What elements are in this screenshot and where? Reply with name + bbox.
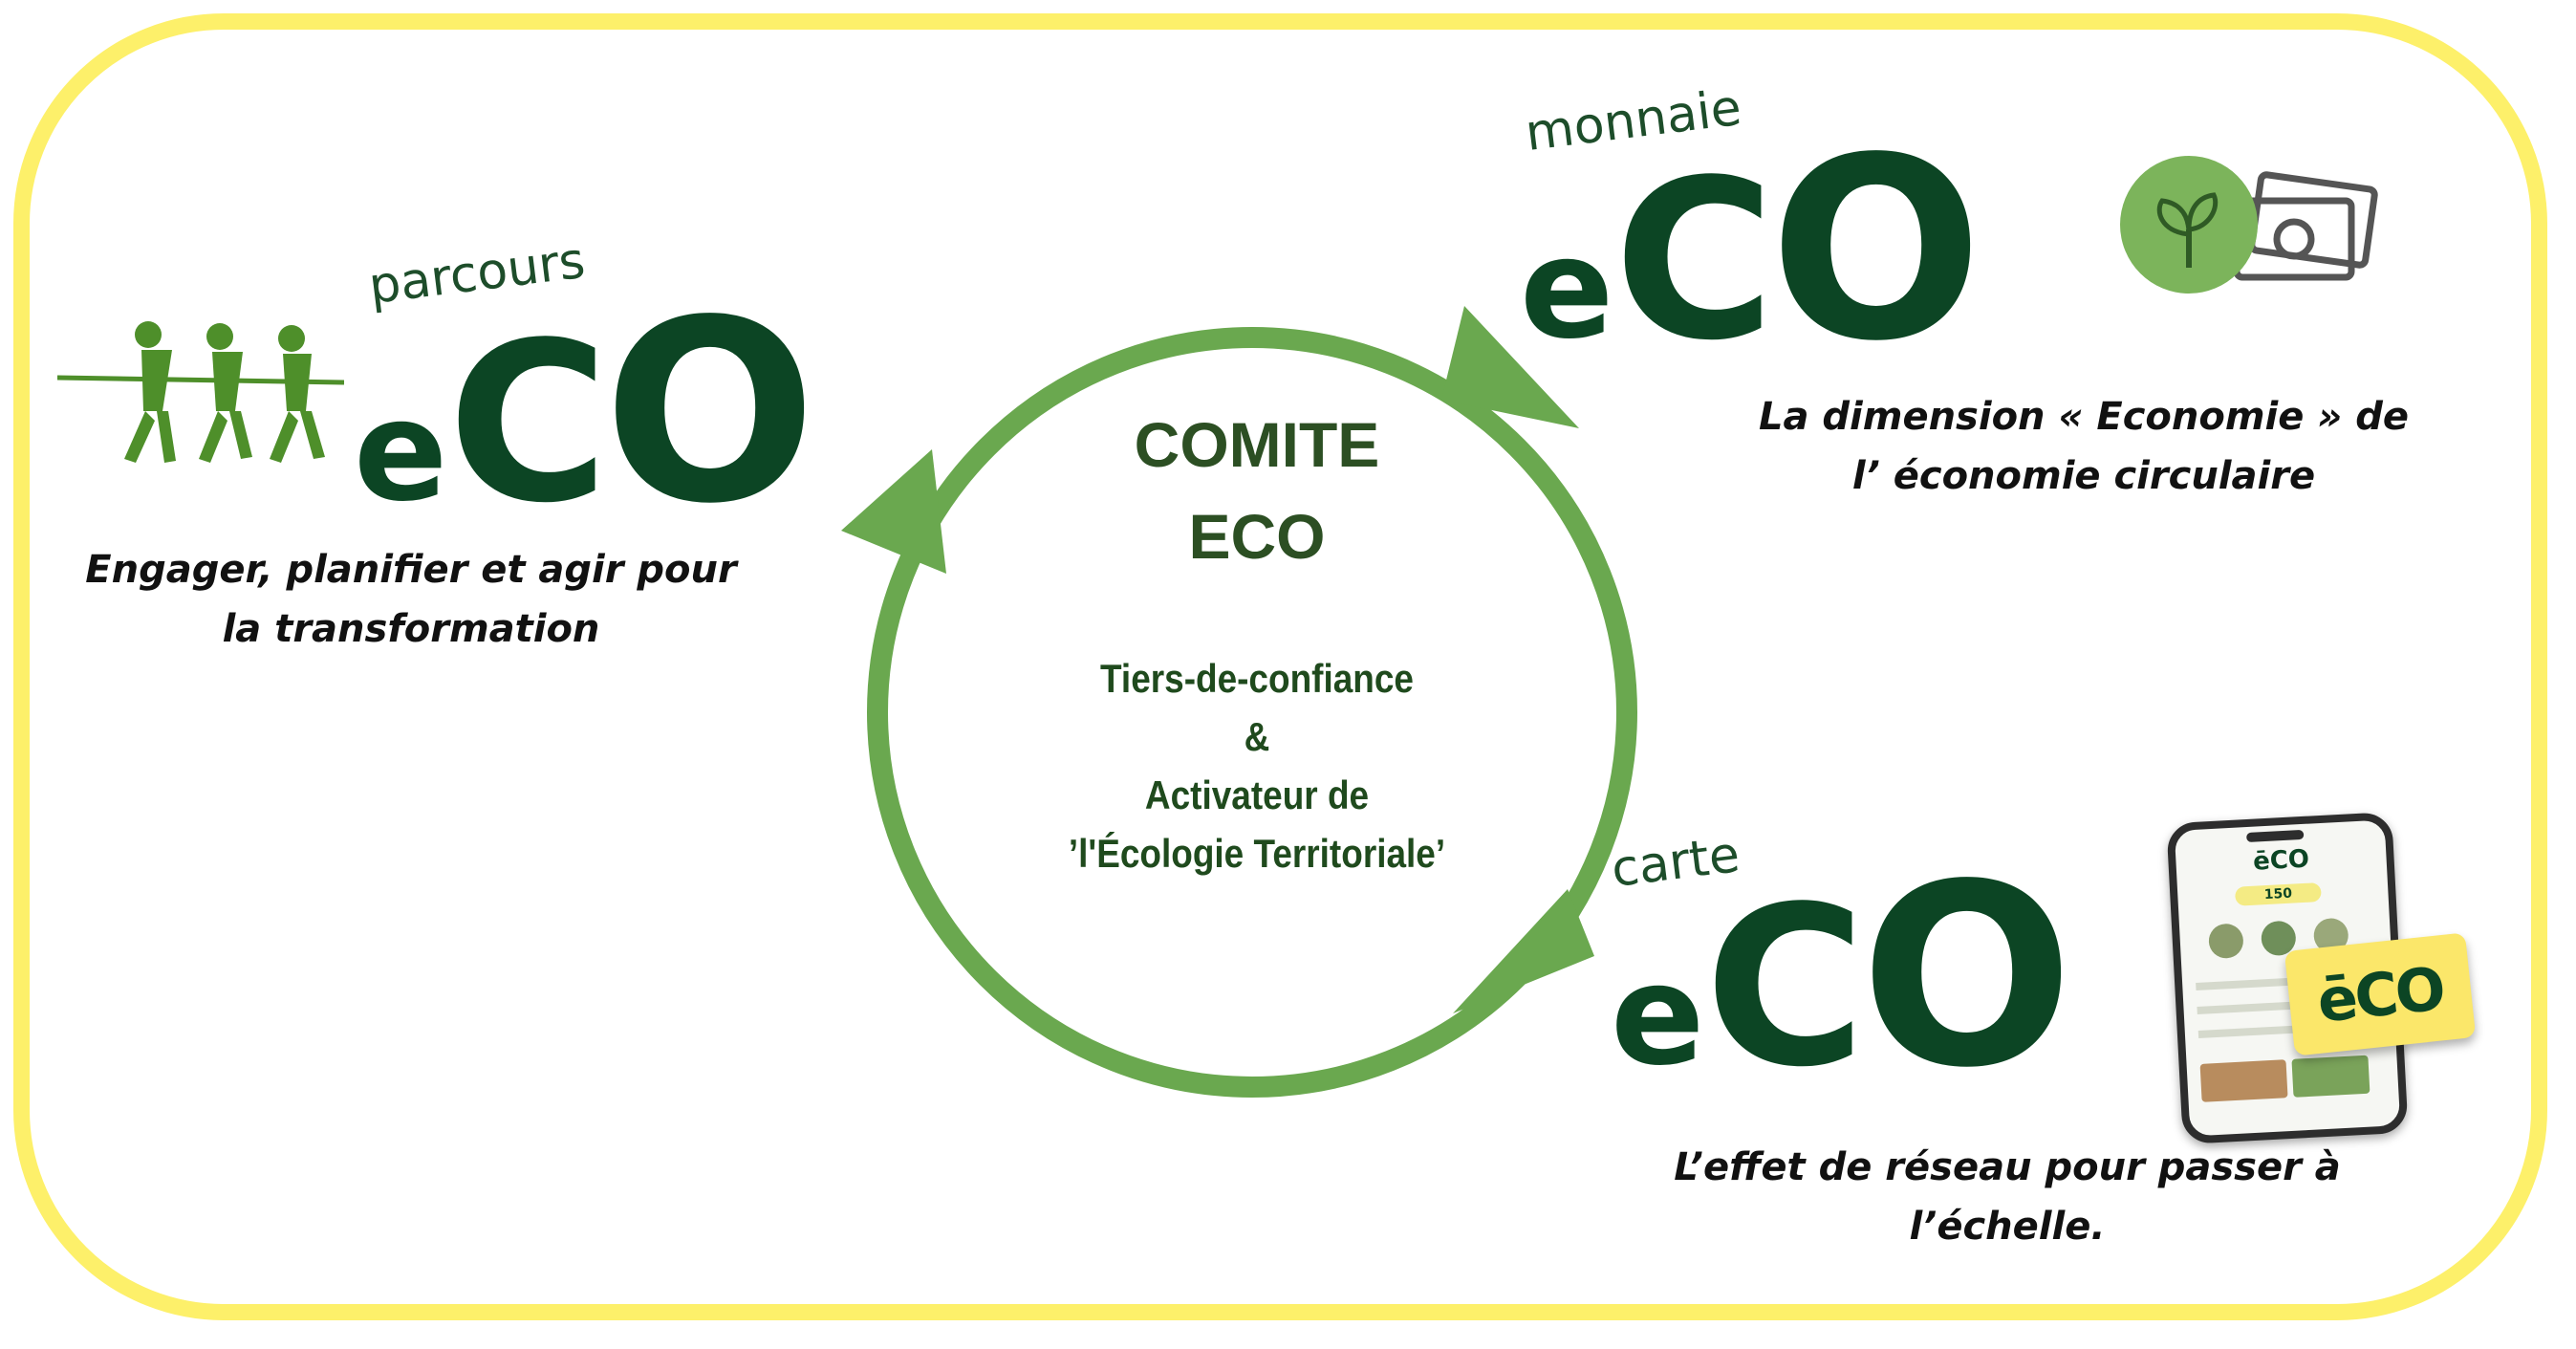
comite-title-line2: ECO <box>1188 500 1326 572</box>
carte-caption-line1: L’effet de réseau pour passer à <box>1674 1145 2341 1189</box>
carte-caption-line2: l’échelle. <box>1909 1205 2106 1249</box>
carte-eco-logo: eCO <box>1611 851 2073 1102</box>
arrow-top-right <box>1441 306 1579 428</box>
parcours-caption-line1: Engager, planifier et agir pour <box>85 548 737 592</box>
sprout-coin-icon <box>2120 156 2258 294</box>
comite-line1: Tiers-de-confiance <box>1100 656 1414 701</box>
comite-title-line1: COMITE <box>1134 409 1380 480</box>
monnaie-caption: La dimension « Economie » de l’ économie… <box>1701 387 2466 506</box>
logo-letter-c: C <box>1613 134 1775 389</box>
card-logo: ēCO <box>2313 952 2447 1036</box>
parcours-eco-logo: eCO <box>354 287 816 538</box>
parcours-caption-line2: la transformation <box>222 607 600 651</box>
logo-letter-e: e <box>1520 208 1613 370</box>
phone-thumbnail <box>2199 1059 2288 1102</box>
carte-caption: L’effet de réseau pour passer à l’échell… <box>1625 1138 2390 1256</box>
phone-logo: ēCO <box>2252 844 2310 877</box>
phone-balance: 150 <box>2234 882 2322 906</box>
money-icons <box>2120 156 2378 294</box>
comite-title: COMITE ECO <box>1018 400 1496 582</box>
monnaie-caption-line1: La dimension « Economie » de <box>1759 395 2409 439</box>
eco-card-icon: ēCO <box>2284 932 2477 1056</box>
monnaie-caption-line2: l’ économie circulaire <box>1851 454 2316 498</box>
phone-avatar <box>2207 923 2244 960</box>
logo-letter-e: e <box>1611 935 1704 1097</box>
logo-letter-c: C <box>1704 860 1866 1116</box>
logo-letter-c: C <box>447 296 609 552</box>
comite-line4: ’l'Écologie Territoriale’ <box>1068 830 1446 876</box>
arrow-left <box>841 449 946 574</box>
comite-line2: & <box>1244 713 1270 759</box>
tug-of-war-people-icon <box>57 321 344 463</box>
phone-thumbnail <box>2291 1055 2370 1098</box>
monnaie-eco-logo: eCO <box>1520 124 1982 376</box>
logo-letter-o: O <box>1860 830 2073 1122</box>
comite-description: Tiers-de-confiance & Activateur de ’l'Éc… <box>1022 650 1493 883</box>
cycle-ring <box>867 327 1637 1098</box>
logo-letter-e: e <box>354 371 447 533</box>
phone-notch <box>2245 829 2305 843</box>
logo-letter-o: O <box>603 266 816 558</box>
comite-line3: Activateur de <box>1144 772 1370 817</box>
parcours-caption: Engager, planifier et agir pour la trans… <box>76 540 746 659</box>
arrow-bottom-right <box>1453 889 1594 1013</box>
logo-letter-o: O <box>1769 103 1982 396</box>
